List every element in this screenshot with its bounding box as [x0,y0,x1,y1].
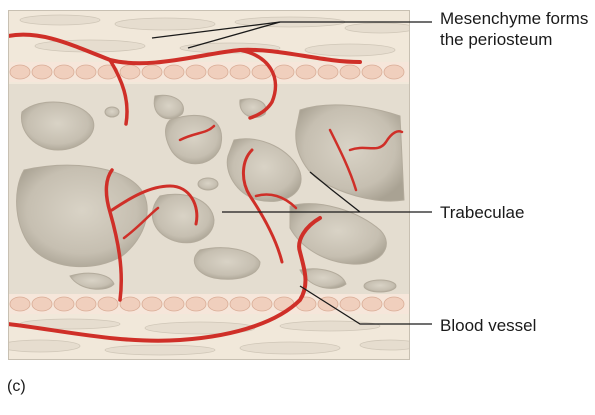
periosteum-cells-bottom [9,296,405,312]
panel-letter: (c) [7,378,26,395]
marrow-cavities [16,94,405,293]
mesenchyme-cells-bottom [8,318,410,356]
periosteum-cells-top [9,64,405,80]
blood-vessel-label: Blood vessel [440,316,537,335]
trabeculae-label: Trabeculae [440,203,525,222]
trabeculae-leader-line-2 [309,171,361,213]
blood-vessels [8,32,404,343]
blood-vessel-leader-line [299,285,432,325]
mesenchyme-leader-line-2 [187,21,281,49]
leader-lines [151,21,432,325]
mesenchyme-label: Mesenchyme forms the periosteum [440,9,589,49]
panel-border [8,10,410,360]
